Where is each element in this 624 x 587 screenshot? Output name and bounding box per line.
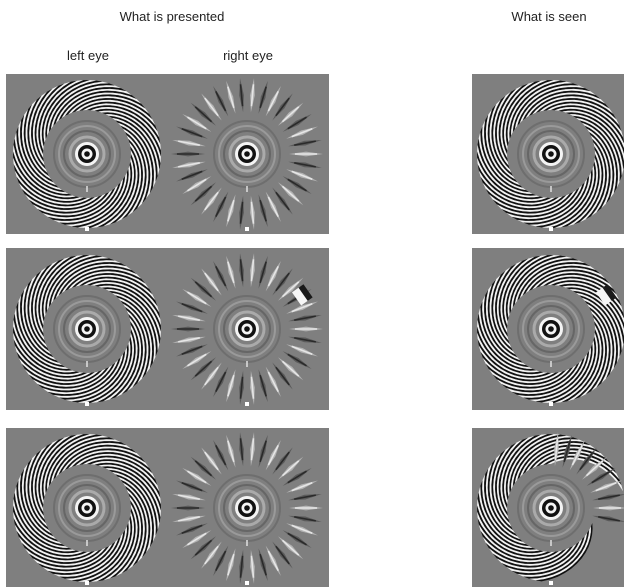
radial-stripe-core [251,438,253,460]
radial-stripe-core [187,354,206,366]
radial-stripe-core [276,273,289,291]
radial-stripe-core [187,179,206,191]
radial-stripe-core [268,266,278,286]
radial-stripe-core [251,84,253,106]
radial-stripe-core [251,556,253,578]
left-eye-spiral-grating [13,80,161,231]
heading-what-is-seen: What is seen [511,9,586,24]
presented-panel-row-3 [6,428,329,587]
stimulus-pair-row-1 [6,74,329,234]
radial-stripe-core [268,551,278,571]
heading-what-is-presented: What is presented [120,9,225,24]
radial-stripe-core [216,372,226,392]
percept-row-2 [472,248,624,410]
radial-stripe-core [195,186,211,201]
radial-stripe-core [182,483,203,491]
radial-stripe-core [205,546,218,564]
seen-panel-row-1 [472,74,624,234]
stimulus-pair-row-2 [6,248,329,410]
percept-mixture-grating [477,432,624,585]
percept-spiral-grating [477,80,624,231]
radial-stripe-core [282,186,298,201]
radial-stripe-core [268,91,278,111]
radial-stripe-core [187,292,206,304]
radial-stripe-core [241,438,243,460]
seen-panel-row-2 [472,248,624,410]
radial-stripe-core [268,445,278,465]
right-eye-radial-grating [171,432,323,585]
radial-stripe-core [187,471,206,483]
radial-stripe-core [187,533,206,545]
presented-panel-row-1 [6,74,329,234]
radial-stripe-core [288,354,307,366]
radial-stripe-core [292,346,313,354]
radial-stripe-core [282,107,298,122]
radial-stripe-core [276,192,289,210]
percept-spiral-grating [477,255,624,406]
radial-stripe-core [292,171,313,179]
radial-stripe-core [251,259,253,281]
radial-stripe-core [205,98,218,116]
radial-stripe-core [187,117,206,129]
radial-stripe-core [216,197,226,217]
percept-row-1 [472,74,624,234]
radial-stripe-core [205,452,218,470]
radial-stripe-core [216,91,226,111]
radial-stripe-core [241,259,243,281]
percept-row-3 [472,428,624,587]
radial-stripe-core [182,525,203,533]
radial-stripe-core [195,282,211,297]
radial-stripe-core [195,361,211,376]
radial-stripe-core [205,273,218,291]
radial-stripe-core [182,304,203,312]
radial-stripe-core [216,551,226,571]
radial-stripe-core [288,533,307,545]
radial-stripe-core [241,377,243,399]
radial-stripe-core [216,266,226,286]
radial-stripe-core [241,84,243,106]
radial-stripe-core [288,471,307,483]
radial-stripe-core [251,202,253,224]
radial-stripe-core [195,107,211,122]
radial-stripe-core [182,171,203,179]
radial-stripe-core [195,540,211,555]
radial-stripe-core [182,129,203,137]
radial-stripe-core [241,202,243,224]
radial-stripe-core [288,179,307,191]
radial-stripe-core [268,197,278,217]
radial-stripe-core [292,525,313,533]
radial-stripe-core [276,546,289,564]
radial-stripe-core [251,377,253,399]
right-eye-radial-grating [171,78,323,231]
radial-stripe-core [276,98,289,116]
right-eye-radial-grating [171,253,323,406]
radial-stripe-core [282,461,298,476]
radial-stripe-core [205,367,218,385]
presented-panel-row-2 [6,248,329,410]
label-right-eye: right eye [223,48,273,63]
label-left-eye: left eye [67,48,109,63]
radial-stripe-core [282,361,298,376]
radial-stripe-core [592,471,611,483]
radial-stripe-core [288,117,307,129]
radial-stripe-core [292,483,313,491]
radial-stripe-core [205,192,218,210]
seen-panel-row-3 [472,428,624,587]
left-eye-spiral-grating [13,434,161,585]
radial-stripe-core [182,346,203,354]
radial-stripe-core [276,452,289,470]
radial-stripe-core [195,461,211,476]
left-eye-spiral-grating [13,255,161,406]
radial-stripe-core [282,540,298,555]
radial-stripe-core [292,304,313,312]
radial-stripe-core [241,556,243,578]
radial-stripe-core [292,129,313,137]
radial-stripe-core [276,367,289,385]
radial-stripe-core [216,445,226,465]
radial-stripe-core [596,483,617,491]
radial-stripe-core [268,372,278,392]
stimulus-pair-row-3 [6,428,329,587]
